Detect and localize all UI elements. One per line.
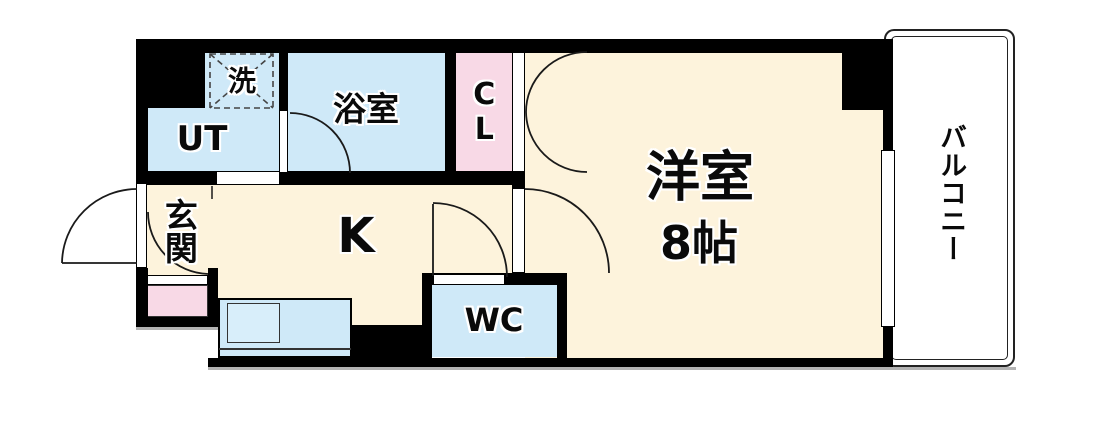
wall-left-lower [136, 268, 148, 327]
wall-bath-closet [445, 53, 456, 172]
balcony-inner-line [891, 36, 1008, 360]
entrance-door-leaf [136, 183, 147, 268]
label-closet: CL [466, 77, 502, 147]
label-bathroom: 浴室 [333, 89, 399, 129]
door-gap-toilet [433, 274, 505, 285]
label-balcony: バルコニー [935, 123, 967, 263]
room-closet [456, 53, 512, 171]
kitchen-counter-edge-line [219, 348, 351, 350]
wall-top [136, 39, 893, 53]
wall-toilet-left [422, 273, 432, 362]
shadow-bottom [208, 367, 1016, 370]
wall-mid-band [136, 171, 525, 185]
window-balcony [881, 150, 895, 327]
room-toilet [432, 285, 557, 357]
label-western-size: 8帖 [659, 215, 739, 270]
label-kitchen: K [337, 207, 375, 264]
door-gap-western [512, 188, 525, 273]
door-gap-closet [512, 52, 525, 172]
wall-entry-column [208, 268, 218, 327]
wall-bottom-band [208, 358, 893, 367]
kitchen-sink [227, 303, 280, 343]
label-utility: UT [176, 119, 228, 160]
door-gap-utility [216, 171, 280, 185]
room-utility [147, 108, 279, 173]
label-toilet: WC [464, 301, 524, 340]
label-western-room: 洋室 [646, 145, 754, 209]
wall-void-top-left [136, 53, 205, 108]
door-gap-bathroom [279, 110, 288, 173]
wall-bottom-left [136, 317, 218, 327]
shadow-bottom-left [136, 327, 220, 330]
entrance-door-arc [61, 188, 138, 264]
label-washing-machine: 洗 [227, 64, 257, 98]
wall-bath-left [279, 53, 288, 110]
label-entrance: 玄関 [159, 198, 199, 264]
wall-toilet-right [557, 273, 567, 362]
wall-closet-west-seg [512, 172, 525, 188]
shoe-cabinet [145, 285, 208, 317]
entrance-step [145, 275, 208, 285]
